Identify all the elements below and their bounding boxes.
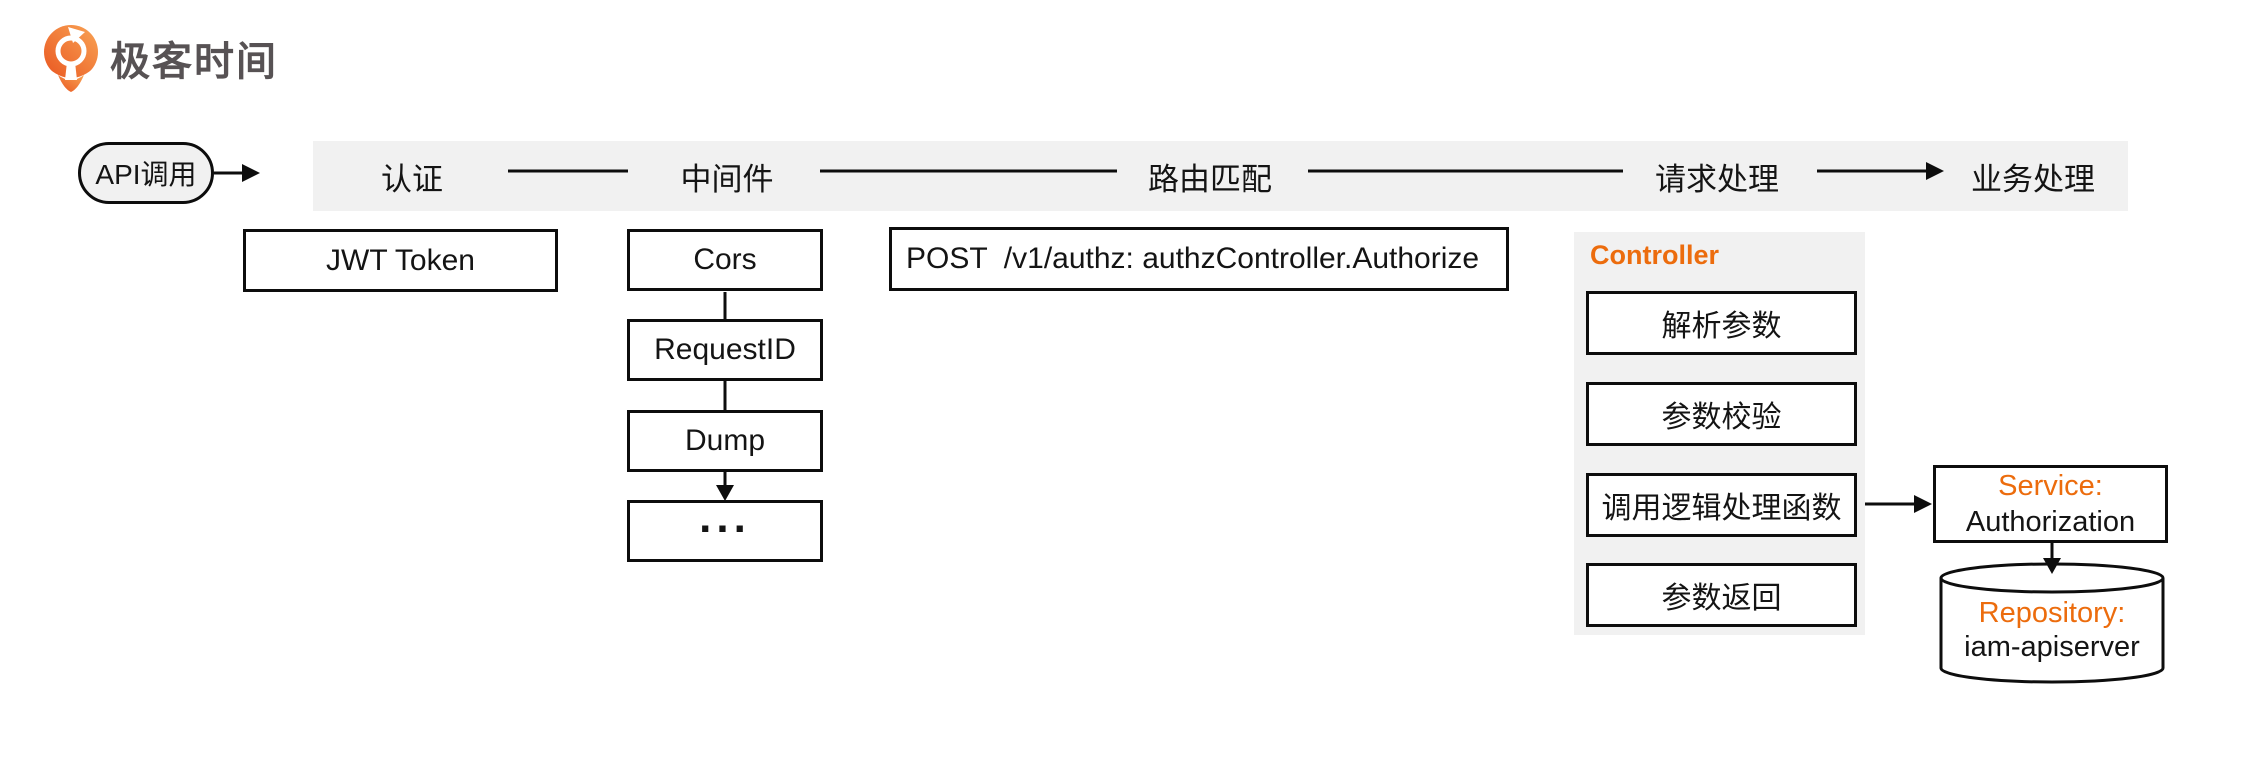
brand-logo: 极客时间 xyxy=(40,24,278,92)
middleware-box-more: ... xyxy=(627,493,823,562)
controller-step-invoke-logic: 调用逻辑处理函数 xyxy=(1586,473,1857,537)
route-definition-box: POST /v1/authz: authzController.Authoriz… xyxy=(889,227,1509,291)
start-node-api-call: API调用 xyxy=(78,142,214,204)
repository-label-title: Repository: xyxy=(1978,597,2126,629)
arrowhead-invoke-service xyxy=(1914,495,1932,513)
jwt-token-box: JWT Token xyxy=(243,229,558,292)
middleware-box-requestid: RequestID xyxy=(627,319,823,381)
controller-step-return-params: 参数返回 xyxy=(1586,563,1857,627)
brand-name: 极客时间 xyxy=(110,40,278,84)
controller-step-validate-params: 参数校验 xyxy=(1586,382,1857,446)
stage-label-request-handling: 请求处理 xyxy=(1655,161,1779,197)
stage-label-authentication: 认证 xyxy=(381,161,443,197)
stage-label-middleware: 中间件 xyxy=(680,161,774,197)
pipeline-band xyxy=(313,141,2128,211)
service-box: Service: Authorization xyxy=(1933,465,2168,543)
arrowhead-api-to-pipeline xyxy=(242,164,260,182)
service-box-title: Service: xyxy=(1998,470,2103,502)
arrowhead-service-repository xyxy=(2043,558,2061,574)
repository-label-name: iam-apiserver xyxy=(1964,631,2140,663)
ellipsis-label: ... xyxy=(699,493,751,542)
repository-label: Repository: iam-apiserver xyxy=(1929,596,2175,664)
stage-label-business-handling: 业务处理 xyxy=(1971,161,2095,197)
controller-step-parse-params: 解析参数 xyxy=(1586,291,1857,355)
geektime-pin-logo-icon xyxy=(44,25,98,92)
middleware-box-dump: Dump xyxy=(627,410,823,472)
service-box-name: Authorization xyxy=(1965,506,2136,538)
stage-label-route-match: 路由匹配 xyxy=(1148,161,1272,197)
middleware-box-cors: Cors xyxy=(627,229,823,291)
controller-title: Controller xyxy=(1590,240,1720,270)
